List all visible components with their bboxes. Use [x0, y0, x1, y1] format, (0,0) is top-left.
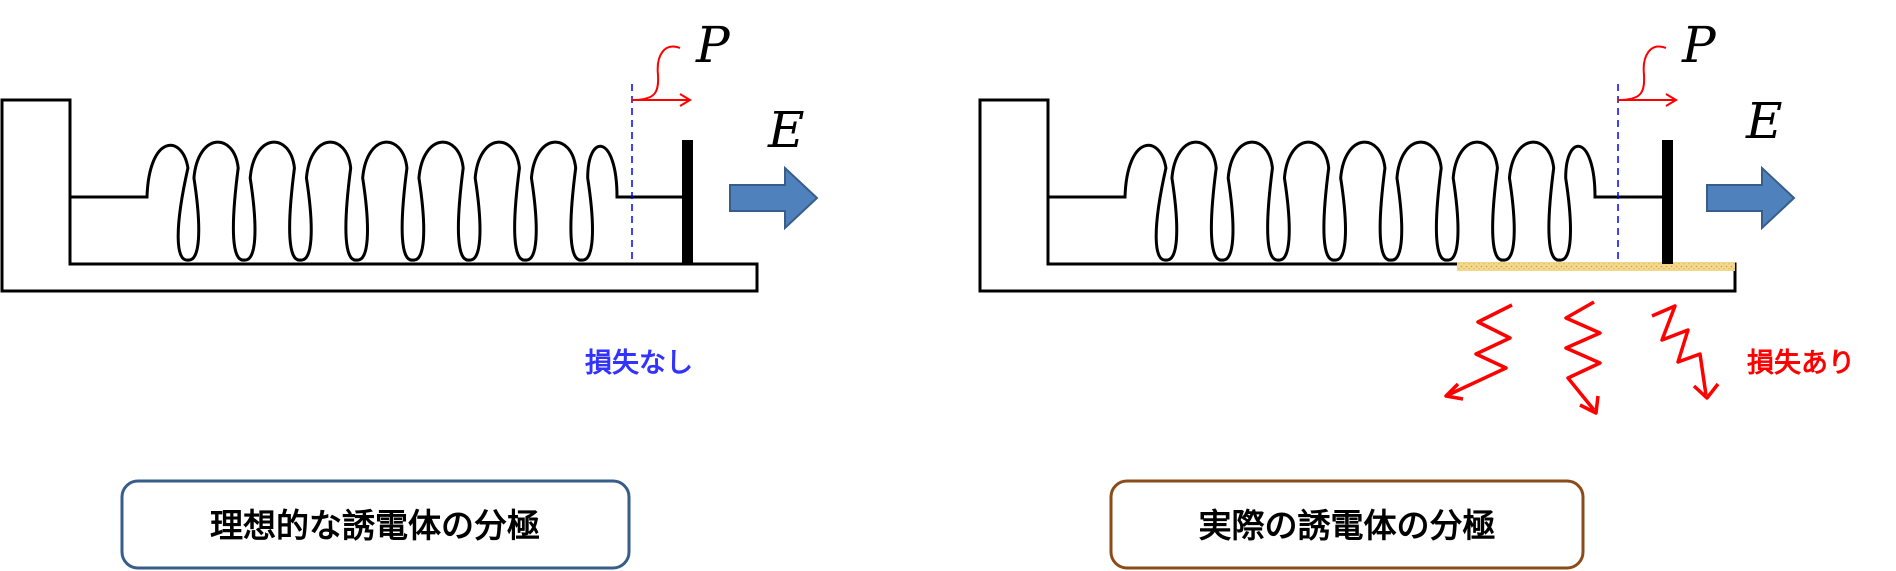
panel-ideal: P E 損失なし 理想的な誘電体の分極 [0, 16, 819, 570]
spring [1048, 140, 1663, 262]
polarization-symbol: P [695, 16, 731, 74]
field-symbol: E [1745, 92, 1783, 150]
wavy-heat-arrow-icon [1564, 300, 1602, 415]
loss-label: 損失あり [1747, 348, 1855, 379]
right-arrow-icon [729, 165, 819, 231]
field-symbol: E [767, 101, 805, 159]
movable-plate [1662, 140, 1673, 264]
polarization-arrow [631, 45, 692, 107]
wavy-heat-arrow-icon [1651, 304, 1720, 400]
spring [70, 140, 685, 262]
polarization-symbol: P [1681, 16, 1717, 74]
right-arrow-icon [1706, 165, 1796, 231]
caption-text: 理想的な誘電体の分極 [210, 506, 540, 545]
polarization-arrow [1617, 45, 1678, 107]
loss-label: 損失なし [585, 348, 693, 379]
wavy-heat-arrow-icon [1444, 303, 1513, 401]
movable-plate [682, 140, 693, 264]
friction-layer [1457, 262, 1735, 271]
base-frame [0, 98, 759, 293]
caption-text: 実際の誘電体の分極 [1199, 506, 1496, 545]
caption-box [1109, 479, 1585, 570]
panel-real: P E 損失あり 実際の誘電体の分極 [978, 16, 1855, 570]
heat-loss-arrows [1444, 300, 1720, 415]
caption-box [120, 479, 631, 570]
